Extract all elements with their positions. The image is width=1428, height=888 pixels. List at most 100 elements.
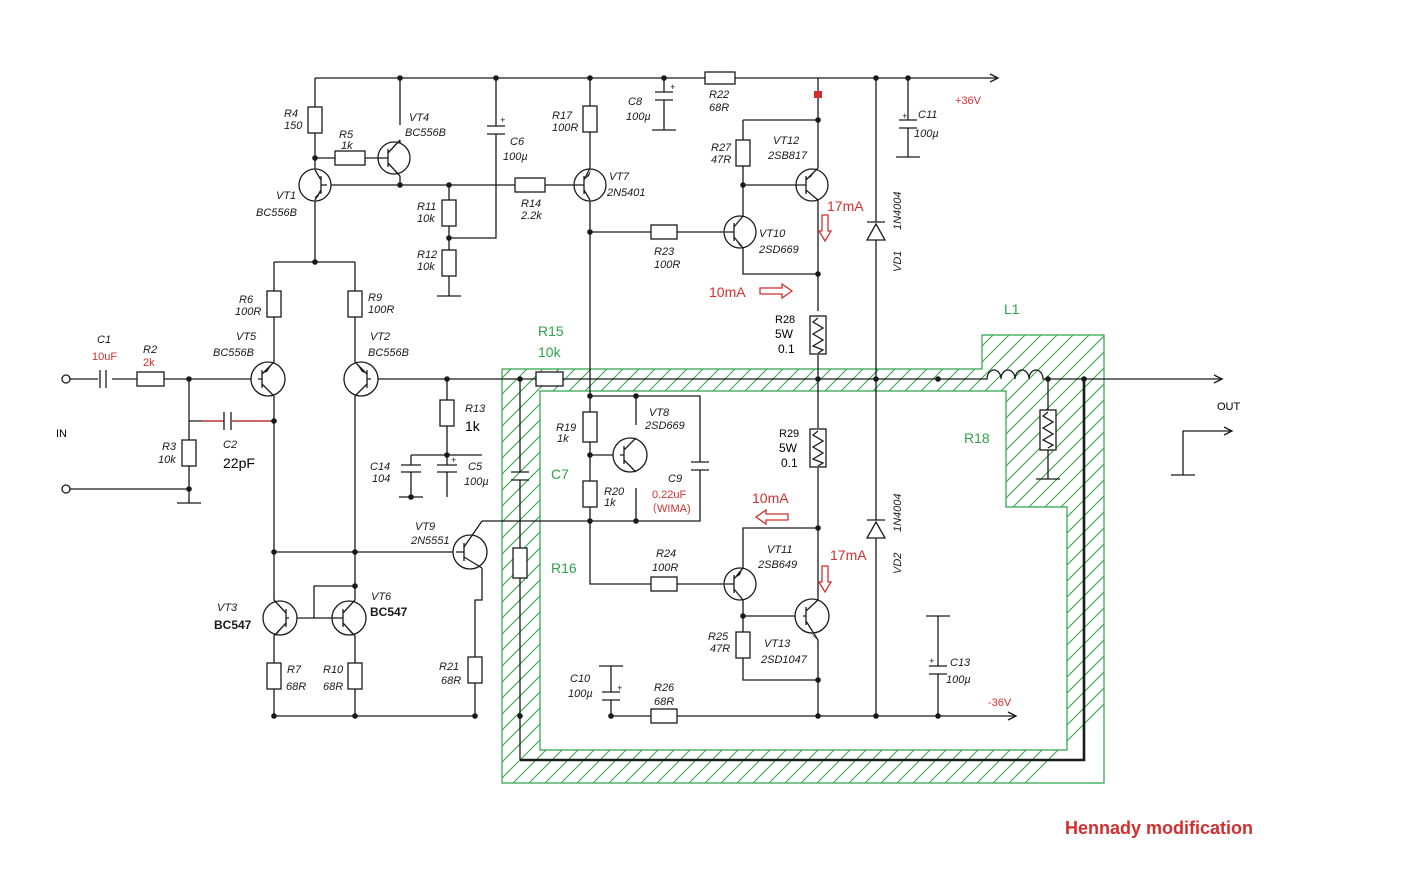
arrow-right-10ma: [759, 282, 794, 300]
labels: +36V -36V IN OUT Hennady modification L1…: [56, 89, 1253, 838]
c6-symbol: [487, 125, 505, 135]
r25-name: R25: [708, 631, 729, 643]
r29-body: [809, 428, 827, 468]
r25-value: 47R: [710, 643, 730, 655]
hatch-line: [847, 335, 1104, 783]
c14-name: C14: [370, 461, 390, 473]
r4-value: 150: [284, 120, 303, 132]
hatch-line: [502, 335, 785, 783]
hatch-line: [16, 320, 496, 800]
vt1-part: BC556B: [256, 207, 297, 219]
hatch-line: [1007, 335, 1104, 783]
svg-text:+: +: [617, 683, 622, 693]
output-label: OUT: [1217, 401, 1241, 413]
hatch-line: [502, 335, 737, 783]
hatch-line: [927, 335, 1104, 783]
r13-name: R13: [465, 403, 486, 415]
hatch-line: [502, 335, 593, 783]
c2-value: 22pF: [223, 455, 255, 471]
c2-symbol: [223, 412, 232, 430]
c8-value: 100µ: [626, 111, 651, 123]
vt9-name: VT9: [415, 521, 435, 533]
vt10-part: 2SD669: [758, 244, 799, 256]
r10-body: [347, 662, 363, 690]
r26-body: [650, 708, 678, 724]
r20-body: [582, 480, 598, 508]
r17-value: 100R: [552, 122, 578, 134]
r22-value: 68R: [709, 102, 729, 114]
r15-body: [535, 371, 564, 387]
r20-value: 1k: [604, 497, 616, 509]
r3-body: [181, 439, 197, 467]
vd1-part: 1N4004: [892, 191, 904, 230]
r3-value: 10k: [158, 454, 176, 466]
vt8-part: 2SD669: [644, 420, 685, 432]
input-terminal-signal[interactable]: [61, 374, 71, 384]
input-label: IN: [56, 428, 67, 440]
r17-name: R17: [552, 110, 573, 122]
vt5-name: VT5: [236, 331, 257, 343]
hatch-line: [502, 335, 609, 783]
r28-power: 5W: [775, 327, 794, 341]
r26-name: R26: [654, 682, 675, 694]
r28-body: [809, 315, 827, 355]
r14-name: R14: [521, 198, 541, 210]
vt11-symbol: [723, 567, 757, 601]
r6-name: R6: [239, 294, 254, 306]
vt4-symbol: [377, 139, 411, 177]
r4-body: [307, 106, 323, 134]
r2-name: R2: [143, 344, 157, 356]
vd2-part: 1N4004: [892, 493, 904, 532]
r19-name: R19: [556, 422, 576, 434]
current-vt13: 17mA: [830, 547, 867, 563]
vd1-symbol: [865, 221, 887, 241]
r21-name: R21: [439, 661, 459, 673]
r29-name: R29: [779, 428, 799, 440]
vt3-name: VT3: [217, 602, 238, 614]
hatch-line: [815, 335, 1104, 783]
r25-body: [735, 631, 751, 659]
r6-value: 100R: [235, 306, 261, 318]
c1-symbol: [99, 370, 107, 388]
vt11-name: VT11: [767, 544, 792, 556]
hatch-line: [751, 335, 1104, 783]
r13-value: 1k: [465, 418, 481, 434]
r17-body: [582, 105, 598, 133]
arrow-down-17ma-top: [817, 214, 833, 243]
hatch-line: [799, 335, 1104, 783]
vt11-part: 2SB649: [757, 559, 797, 571]
r18-body: [1039, 409, 1057, 451]
vd2-symbol: [865, 519, 887, 539]
r11-name: R11: [417, 201, 436, 213]
r23-body: [650, 224, 678, 240]
hatch-pattern: [16, 320, 1104, 800]
r21-body: [467, 656, 483, 684]
svg-text:+: +: [670, 82, 675, 92]
hatch-line: [735, 335, 1104, 783]
r2-value: 2k: [143, 357, 155, 369]
hatch-line: [502, 335, 657, 783]
r29-value: 0.1: [781, 456, 798, 470]
capacitor-symbols: + + + + + +: [99, 82, 947, 701]
r11-value: 10k: [417, 213, 435, 225]
vd1-name: VD1: [892, 251, 904, 272]
hatch-line: [502, 335, 897, 783]
vt2-part: BC556B: [368, 347, 409, 359]
r10-name: R10: [323, 664, 344, 676]
r21-value: 68R: [441, 675, 461, 687]
r24-name: R24: [656, 548, 676, 560]
vt5-symbol: [250, 361, 286, 397]
vt8-name: VT8: [649, 407, 670, 419]
vt7-part: 2N5401: [606, 187, 646, 199]
c6-name: C6: [510, 136, 525, 148]
inductor-l1: [985, 369, 1048, 380]
r15-value: 10k: [538, 344, 562, 360]
c8-name: C8: [628, 96, 643, 108]
hatch-line: [879, 335, 1104, 783]
c7-symbol: [511, 471, 529, 481]
input-terminal-ground[interactable]: [61, 484, 71, 494]
r9-name: R9: [368, 292, 382, 304]
r16-body: [512, 547, 528, 579]
current-vt11: 10mA: [752, 490, 789, 506]
r7-body: [266, 662, 282, 690]
